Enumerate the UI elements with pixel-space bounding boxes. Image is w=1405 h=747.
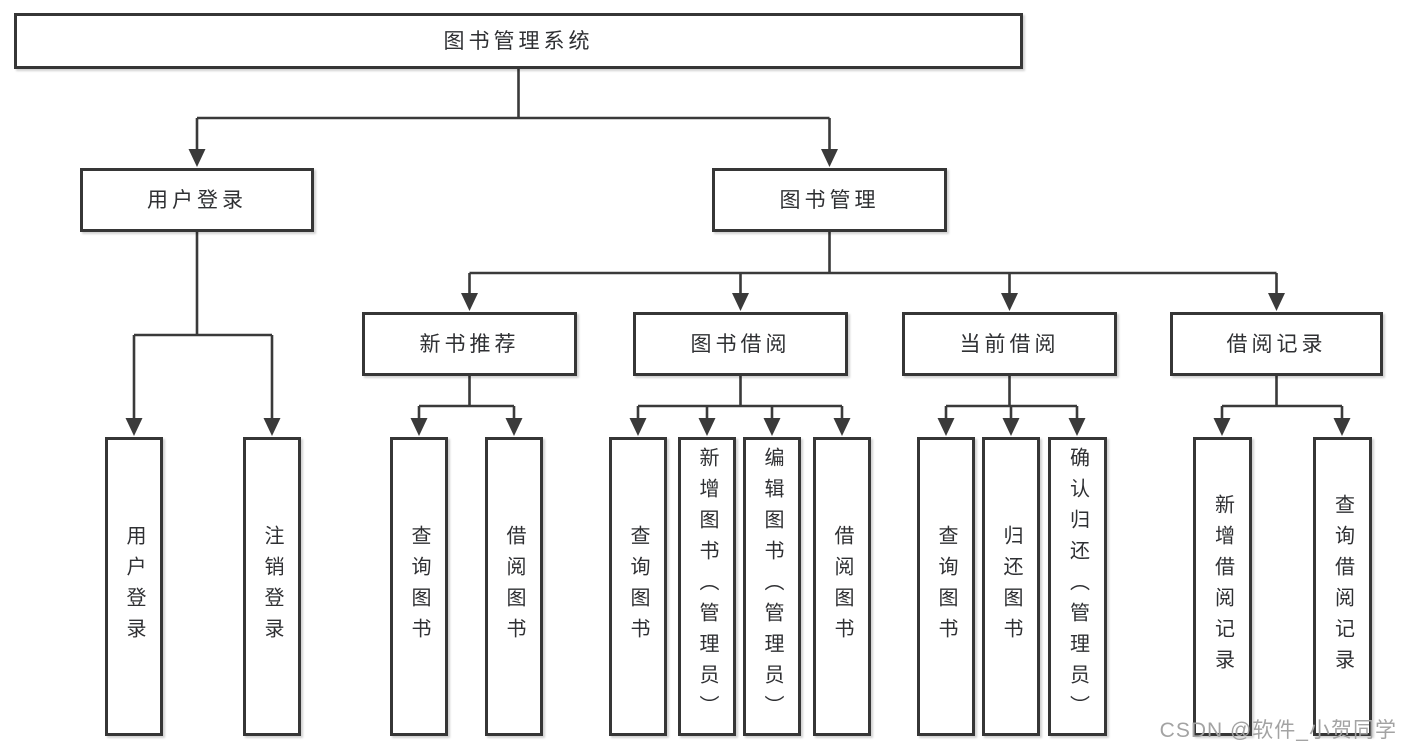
arrowhead-down-icon bbox=[1068, 418, 1086, 436]
leaf-return-book: 归还图书 bbox=[982, 437, 1040, 736]
connector-newbook-to-leaves bbox=[417, 376, 516, 420]
arrowhead-down-icon bbox=[505, 418, 523, 436]
leaf-query-book-current: 查询图书 bbox=[917, 437, 975, 736]
connector-borrow-to-leaves bbox=[636, 376, 844, 420]
arrowhead-down-icon bbox=[821, 149, 838, 167]
connector-login-to-leaves bbox=[132, 232, 274, 420]
arrowhead-down-icon bbox=[461, 293, 478, 311]
leaf-logout: 注销登录 bbox=[243, 437, 301, 736]
node-root-system: 图书管理系统 bbox=[14, 13, 1023, 69]
arrowhead-down-icon bbox=[732, 293, 749, 311]
leaf-add-book-admin: 新增图书（管理员） bbox=[678, 437, 736, 736]
arrowhead-down-icon bbox=[1213, 418, 1231, 436]
leaf-borrow-book: 借阅图书 bbox=[813, 437, 871, 736]
leaf-borrow-book-recommend: 借阅图书 bbox=[485, 437, 543, 736]
arrowhead-down-icon bbox=[1002, 418, 1020, 436]
arrowhead-down-icon bbox=[1001, 293, 1018, 311]
connector-current-to-leaves bbox=[944, 376, 1079, 420]
arrowhead-down-icon bbox=[937, 418, 955, 436]
leaf-confirm-return-admin: 确认归还（管理员） bbox=[1048, 437, 1107, 736]
arrowhead-down-icon bbox=[629, 418, 647, 436]
node-book-borrow: 图书借阅 bbox=[633, 312, 848, 376]
node-current-borrow: 当前借阅 bbox=[902, 312, 1117, 376]
connector-records-to-leaves bbox=[1220, 376, 1344, 420]
arrowhead-down-icon bbox=[263, 418, 281, 436]
leaf-query-book-borrow: 查询图书 bbox=[609, 437, 667, 736]
arrowhead-down-icon bbox=[410, 418, 428, 436]
node-book-management: 图书管理 bbox=[712, 168, 947, 232]
arrowhead-down-icon bbox=[763, 418, 781, 436]
leaf-add-borrow-record: 新增借阅记录 bbox=[1193, 437, 1252, 736]
leaf-query-borrow-record: 查询借阅记录 bbox=[1313, 437, 1372, 736]
arrowhead-down-icon bbox=[1268, 293, 1285, 311]
arrowhead-down-icon bbox=[698, 418, 716, 436]
csdn-watermark: CSDN @软件_小贺同学 bbox=[1159, 719, 1397, 742]
leaf-edit-book-admin: 编辑图书（管理员） bbox=[743, 437, 801, 736]
arrowhead-down-icon bbox=[188, 149, 206, 167]
leaf-query-book-recommend: 查询图书 bbox=[390, 437, 448, 736]
node-user-login: 用户登录 bbox=[80, 168, 314, 232]
node-new-book-recommend: 新书推荐 bbox=[362, 312, 577, 376]
connector-root-to-level2 bbox=[195, 69, 831, 150]
arrowhead-down-icon bbox=[125, 418, 143, 436]
arrowhead-down-icon bbox=[833, 418, 851, 436]
leaf-user-login: 用户登录 bbox=[105, 437, 163, 736]
connector-mgmt-to-level3 bbox=[468, 232, 1278, 294]
arrowhead-down-icon bbox=[1333, 418, 1351, 436]
node-borrow-records: 借阅记录 bbox=[1170, 312, 1383, 376]
